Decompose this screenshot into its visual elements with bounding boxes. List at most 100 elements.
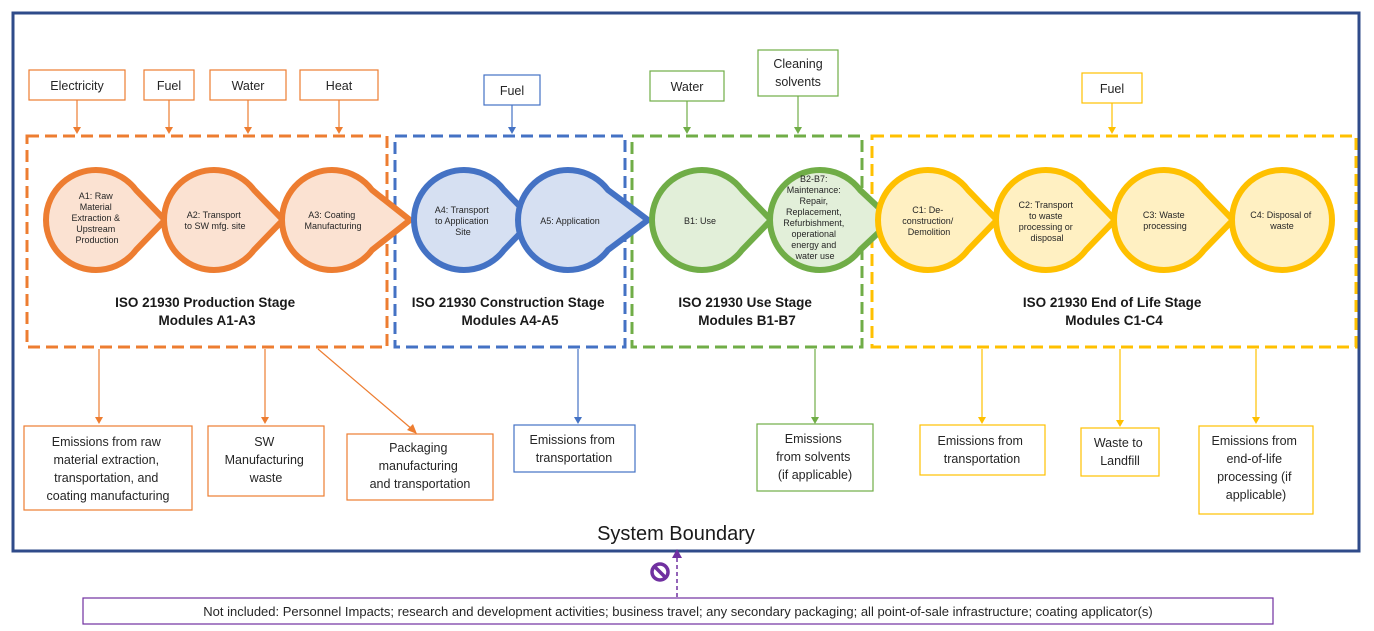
stage-box-production [25,134,389,349]
input-fuel-production-label: Fuel [157,79,181,93]
input-cleaning-solvents-line1: Cleaning [773,57,822,71]
module-a1-line4: Upstream [76,224,115,234]
svg-text:SW Manufacturing w: SW Manufacturing waste [225,435,308,485]
module-c3-line2: processing [1143,221,1187,231]
module-c2-line1: C2: Transport [1018,200,1073,210]
svg-text:ISO 21930 Production Stage: ISO 21930 Production Stage Modules A1-A3 [115,295,299,328]
module-c2: C2: Transport to waste processing or dis… [993,167,1118,273]
input-fuel-construction: Fuel [483,74,541,106]
stage-construction-modules: Modules A4-A5 [461,313,559,328]
svg-text:ISO 21930 End of Life Stage: ISO 21930 End of Life Stage Modules C1-C… [1023,295,1205,328]
output-raw-material-line1: Emissions from raw [52,435,162,449]
stage-box-construction [393,134,627,349]
output-eol-processing-line2: end-of-life [1226,452,1282,466]
module-b2b7-line4: Replacement, [786,207,842,217]
svg-text:C4: Disposal of waste: C4: Disposal of waste [1250,210,1314,231]
system-boundary-frame [11,11,1361,553]
svg-text:A4: Transport to Applica: A4: Transport to Application Site [435,205,492,237]
module-a1-line1: A1: Raw [79,191,114,201]
svg-text:B2-B7: Maintenance:: B2-B7: Maintenance: Repair, Replacement,… [783,174,847,261]
svg-text:Emissions from end-of-li: Emissions from end-of-life processing (i… [1212,434,1301,502]
output-sw-manufacturing-waste: SW Manufacturing waste [207,425,325,497]
module-a1: A1: Raw Material Extraction & Upstream P… [43,167,168,273]
input-water-production: Water [209,69,287,101]
svg-text:A2: Transport to SW mfg.: A2: Transport to SW mfg. site [184,210,245,231]
svg-text:B1: Use: B1: Use [684,216,716,226]
module-b2b7-line6: operational [791,229,836,239]
svg-text:ISO 21930 Construction Stage: ISO 21930 Construction Stage Modules A4-… [412,295,609,328]
module-a1-line5: Production [75,235,118,245]
output-sw-waste-line1: SW [254,435,274,449]
output-solvent-emissions: Emissions from solvents (if applicable) [756,423,874,492]
output-raw-material-line3: transportation, and [54,471,158,485]
module-b2b7-line3: Repair, [799,196,828,206]
not-included-text: Not included: Personnel Impacts; researc… [203,604,1153,619]
svg-text:C2: Transport to waste: C2: Transport to waste processing or dis… [1018,200,1075,243]
input-heat-label: Heat [326,79,353,93]
output-transport-construction: Emissions from transportation [513,424,636,473]
module-a4: A4: Transport to Application Site [411,167,536,273]
output-transport-construction-line1: Emissions from [530,433,615,447]
output-packaging: Packaging manufacturing and transportati… [346,433,494,501]
input-cleaning-solvents-line2: solvents [775,75,821,89]
module-b2b7-line1: B2-B7: [800,174,828,184]
input-water-use-label: Water [671,80,704,94]
output-packaging-line3: and transportation [370,477,471,491]
module-a2-line2: to SW mfg. site [184,221,245,231]
svg-text:Packaging manufacturing: Packaging manufacturing and transportati… [370,441,471,491]
module-a4-line1: A4: Transport [435,205,490,215]
output-landfill-line2: Landfill [1100,454,1140,468]
output-raw-material-emissions: Emissions from raw material extraction, … [23,425,193,511]
module-a1-line3: Extraction & [71,213,120,223]
input-electricity: Electricity [28,69,126,101]
output-solvents-line1: Emissions [785,432,842,446]
output-eol-processing-line3: processing (if [1217,470,1292,484]
svg-text:C3: Waste processing: C3: Waste processing [1143,210,1187,231]
module-a3-line2: Manufacturing [304,221,361,231]
output-raw-material-line2: material extraction, [53,453,159,467]
module-b2b7-line7: energy and [791,240,836,250]
output-sw-waste-line2: Manufacturing [225,453,304,467]
module-c4: C4: Disposal of waste [1229,167,1335,273]
module-a3: A3: Coating Manufacturing [279,167,413,273]
system-boundary-label: System Boundary [597,523,755,545]
module-a4-line3: Site [455,227,471,237]
svg-text:Emissions from transport: Emissions from transportation [938,434,1027,466]
stage-use-modules: Modules B1-B7 [698,313,796,328]
module-b1: B1: Use [649,167,774,273]
module-b2b7-line5: Refurbishment, [783,218,844,228]
input-fuel-eol-label: Fuel [1100,82,1124,96]
module-a5-line1: A5: Application [540,216,600,226]
svg-text:A1: Raw Material E: A1: Raw Material Extraction & Upstream P… [71,191,122,245]
module-b2b7-line2: Maintenance: [787,185,841,195]
stage-eol-title: ISO 21930 End of Life Stage [1023,295,1202,310]
prohibited-icon [650,562,670,582]
svg-text:A5: Application: A5: Application [540,216,600,226]
stage-use-title: ISO 21930 Use Stage [678,295,812,310]
output-solvents-line3: (if applicable) [778,468,852,482]
module-b2-b7: B2-B7: Maintenance: Repair, Replacement,… [767,167,895,273]
output-transport-eol-line1: Emissions from [938,434,1023,448]
module-c4-line1: C4: Disposal of [1250,210,1312,220]
module-c2-line4: disposal [1030,233,1063,243]
module-a4-line2: to Application [435,216,489,226]
input-water-use: Water [649,70,725,102]
stage-eol-modules: Modules C1-C4 [1065,313,1163,328]
module-c3-line1: C3: Waste [1143,210,1185,220]
svg-text:Waste to Landfill: Waste to Landfill [1094,436,1146,468]
module-c2-line2: to waste [1029,211,1063,221]
stage-production-modules: Modules A1-A3 [158,313,256,328]
module-c1-line1: C1: De- [912,205,943,215]
input-water-production-label: Water [232,79,265,93]
output-transport-eol-line2: transportation [944,452,1020,466]
not-included-box: Not included: Personnel Impacts; researc… [82,597,1274,625]
output-solvents-line2: from solvents [776,450,850,464]
svg-text:Emissions from raw mater: Emissions from raw material extraction, … [47,435,170,503]
input-arrows [73,96,1116,134]
input-fuel-production: Fuel [143,69,195,101]
output-eol-processing-line1: Emissions from [1212,434,1297,448]
module-c1-line2: construction/ [902,216,954,226]
module-c2-line3: processing or [1019,222,1073,232]
module-a5: A5: Application [515,167,651,273]
